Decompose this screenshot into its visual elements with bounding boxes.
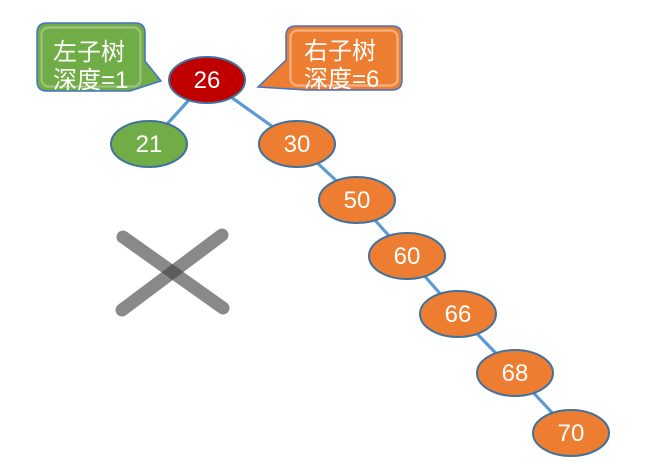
callout-left-bubble bbox=[36, 22, 163, 92]
tree-node-30: 30 bbox=[258, 120, 336, 168]
callout-right-inner-highlight bbox=[289, 29, 399, 87]
node-70-label: 70 bbox=[558, 420, 585, 447]
callout-left-subtree: 左子树 深度=1 bbox=[36, 22, 163, 94]
node-21-label: 21 bbox=[136, 131, 163, 158]
tree-node-68: 68 bbox=[476, 349, 554, 397]
node-68-ellipse bbox=[476, 349, 554, 397]
node-26-ellipse bbox=[168, 56, 246, 104]
callout-right-bubble bbox=[256, 25, 403, 91]
callout-right-line2: 深度=6 bbox=[304, 66, 379, 93]
tree-node-66: 66 bbox=[419, 290, 497, 338]
node-68-label: 68 bbox=[502, 360, 529, 387]
node-50-ellipse bbox=[318, 176, 396, 224]
node-21-ellipse bbox=[110, 120, 188, 168]
callout-right-subtree: 右子树 深度=6 bbox=[256, 25, 403, 93]
node-60-ellipse bbox=[368, 232, 446, 280]
tree-node-70: 70 bbox=[532, 409, 610, 457]
node-66-label: 66 bbox=[445, 301, 472, 328]
node-50-label: 50 bbox=[344, 187, 371, 214]
node-66-ellipse bbox=[419, 290, 497, 338]
node-70-ellipse bbox=[532, 409, 610, 457]
tree-node-21: 21 bbox=[110, 120, 188, 168]
callout-right-line1: 右子树 bbox=[304, 38, 376, 65]
callout-left-line1: 左子树 bbox=[53, 39, 125, 66]
tree-node-50: 50 bbox=[318, 176, 396, 224]
tree-nodes: 26 21 30 50 60 66 bbox=[110, 56, 610, 457]
node-60-label: 60 bbox=[394, 243, 421, 270]
node-30-label: 30 bbox=[284, 131, 311, 158]
tree-node-26: 26 bbox=[168, 56, 246, 104]
node-30-ellipse bbox=[258, 120, 336, 168]
callout-left-line2: 深度=1 bbox=[53, 67, 128, 94]
tree-node-60: 60 bbox=[368, 232, 446, 280]
cross-stroke-b bbox=[115, 228, 229, 317]
node-26-label: 26 bbox=[194, 67, 221, 94]
callout-left-inner-highlight bbox=[40, 26, 142, 88]
cross-icon bbox=[115, 228, 230, 317]
